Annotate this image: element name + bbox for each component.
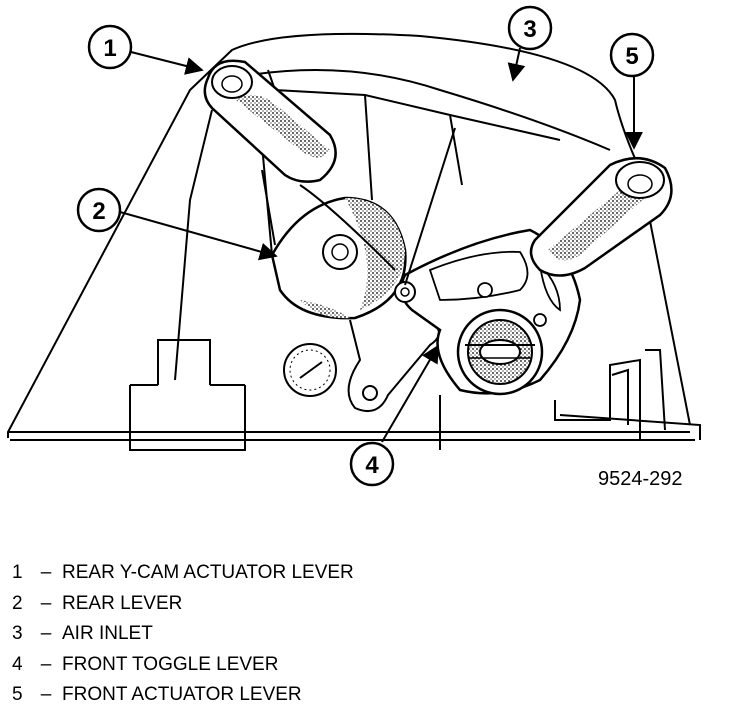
legend-item: 3–AIR INLET xyxy=(12,623,153,644)
rear-y-cam-actuator-lever xyxy=(203,59,396,271)
callout-2: 2 xyxy=(76,187,122,233)
callout-1: 1 xyxy=(87,24,133,70)
housing-outline xyxy=(7,32,701,451)
callout-5: 5 xyxy=(609,32,655,78)
front-actuator-lever xyxy=(404,127,673,286)
parts-legend: 1–REAR Y-CAM ACTUATOR LEVER 2–REAR LEVER… xyxy=(12,560,354,713)
svg-text:3: 3 xyxy=(523,16,536,43)
legend-item: 2–REAR LEVER xyxy=(12,592,183,614)
svg-text:1: 1 xyxy=(103,35,116,62)
hvac-actuator-diagram: 1 2 3 4 5 xyxy=(7,5,701,487)
legend-item: 4–FRONT TOGGLE LEVER xyxy=(12,653,279,675)
rear-lever xyxy=(270,196,440,412)
callout-leaders xyxy=(119,47,643,443)
svg-text:4: 4 xyxy=(365,452,379,479)
svg-text:2: 2 xyxy=(92,198,105,225)
front-toggle-lever xyxy=(394,228,582,396)
callout-3: 3 xyxy=(507,5,553,51)
dial-gauge xyxy=(283,343,337,397)
legend-item: 5–FRONT ACTUATOR LEVER xyxy=(12,684,302,705)
svg-text:5: 5 xyxy=(625,43,638,70)
callout-4: 4 xyxy=(349,441,395,487)
legend-item: 1–REAR Y-CAM ACTUATOR LEVER xyxy=(12,562,354,583)
figure-id: 9524-292 xyxy=(598,468,683,490)
